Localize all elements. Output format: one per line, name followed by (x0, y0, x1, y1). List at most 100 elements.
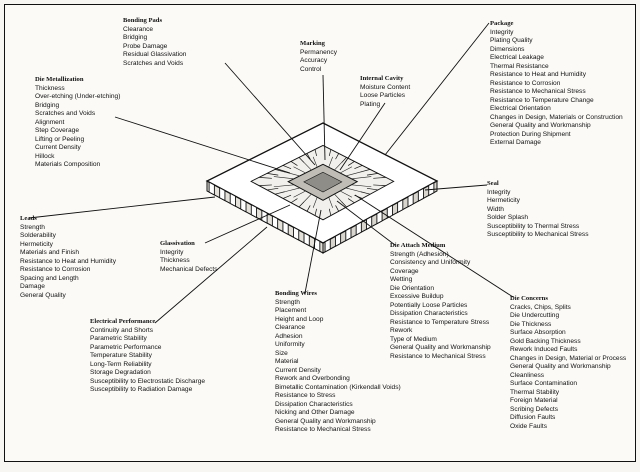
bond-wire (339, 166, 353, 174)
bond-finger (274, 169, 285, 173)
die-attach-medium-item: Excessive Buildup (390, 293, 444, 301)
bond-finger (306, 205, 311, 212)
lead-pin (219, 187, 226, 202)
bond-wire (303, 193, 312, 203)
bonding-wires-item: Bimetallic Contamination (Kirkendall Voi… (275, 383, 401, 391)
bond-wire (273, 176, 295, 180)
electrical-performance-item: Continuity and Shorts (90, 326, 154, 334)
bond-finger (267, 173, 279, 176)
electrical-performance-item: Storage Degradation (90, 369, 151, 377)
die-concerns-item: Scribing Defects (510, 405, 559, 413)
bonding-wires-item: Resistance to Stress (275, 392, 336, 400)
package-illustration (28, 22, 514, 324)
bond-finger (360, 191, 371, 195)
bond-finger (314, 149, 317, 157)
die-concerns-item: Cracks, Chips, Splits (510, 303, 571, 311)
bonding-wires-item: Adhesion (275, 332, 303, 340)
package-item: Resistance to Mechanical Stress (490, 88, 586, 96)
bonding-pads-item: Bridging (123, 34, 148, 42)
bonding-wires-item: Placement (275, 307, 307, 315)
package-item: Thermal Resistance (490, 62, 549, 70)
bonding-wires-item: Uniformity (275, 341, 305, 349)
bond-wire (283, 171, 300, 177)
bonding-wires-item: Rework and Overbonding (275, 375, 350, 383)
bond-finger (298, 201, 305, 208)
die-attach-medium-group: Die Attach Medium Strength (Adhesion) Co… (390, 242, 491, 361)
leader-line (424, 184, 488, 191)
internal-cavity-item: Moisture Content (360, 83, 411, 91)
leader-line (322, 74, 326, 161)
leads-item: Spacing and Length (20, 274, 79, 282)
bond-finger (274, 191, 285, 195)
bond-wire (293, 166, 306, 174)
package-item: General Quality and Workmanship (490, 122, 591, 130)
die-metallization-item: Bridging (35, 101, 60, 109)
lead-pin (417, 187, 424, 202)
bond-wire (283, 187, 300, 193)
bonding-wires-item: Strength (275, 298, 300, 306)
bonding-wires-item: Size (275, 349, 288, 357)
seal-title: Seal (487, 180, 499, 187)
bond-finger (314, 208, 317, 216)
bonding-pads-item: Clearance (123, 25, 154, 33)
die-concerns-title: Die Concerns (510, 295, 548, 302)
die-metallization-item: Materials Composition (35, 161, 101, 169)
die-concerns-item: Changes in Design, Material or Process (510, 354, 627, 362)
bond-finger (328, 149, 332, 157)
package-item: Resistance to Heat and Humidity (490, 71, 587, 79)
bonding-wires-item: Height and Loop (275, 315, 324, 323)
die-concerns-item: Die Undercutting (510, 312, 560, 320)
die-concerns-item: Gold Backing Thickness (510, 337, 581, 345)
bond-finger (373, 177, 386, 179)
die-concerns-item: Thermal Stability (510, 388, 560, 396)
lead-pin (366, 215, 373, 231)
die-circuit-area (303, 171, 343, 193)
bonding-wires-item: Clearance (275, 324, 306, 332)
bonding-wires-title: Bonding Wires (275, 290, 317, 297)
lead-pin (303, 232, 310, 247)
leader-line (304, 209, 322, 294)
die-metallization-item: Step Coverage (35, 127, 79, 135)
bond-wire (328, 156, 333, 168)
leads-item: Damage (20, 283, 45, 291)
bond-wire (345, 187, 362, 193)
internal-cavity-title: Internal Cavity (360, 75, 404, 82)
bond-finger (360, 169, 371, 173)
bond-finger (341, 157, 347, 163)
package-item: Protection During Shipment (490, 130, 571, 138)
leader-line (204, 204, 291, 244)
marking-title: Marking (300, 40, 325, 47)
leads-item: Solderability (20, 232, 56, 240)
seal-item: Integrity (487, 188, 511, 196)
die-concerns-item: Rework Induced Faults (510, 346, 578, 354)
marking-item: Accuracy (300, 57, 328, 65)
leads-item: Strength (20, 223, 45, 231)
lead-pin (376, 210, 383, 225)
leader-line (28, 196, 216, 219)
lead-pin (271, 215, 279, 230)
die-attach-medium-item: Type of Medium (390, 335, 437, 343)
package-item: Plating Quality (490, 37, 533, 45)
bonding-wires-group: Bonding Wires Strength Placement Height … (275, 290, 401, 435)
lead-pin (355, 221, 362, 236)
die-metallization-item: Hillock (35, 152, 55, 160)
die-attach-medium-item: Coverage (390, 267, 419, 275)
bond-finger (335, 205, 340, 212)
bond-wire (339, 190, 353, 198)
die-metallization-item: Scratches and Voids (35, 110, 96, 118)
bond-wire (293, 190, 306, 198)
bond-finger (267, 187, 279, 191)
package-item: Dimensions (490, 45, 525, 53)
bonding-pads-item: Residual Glassivation (123, 51, 187, 59)
electrical-performance-group: Electrical Performance Continuity and Sh… (90, 318, 205, 395)
bonding-wires-item: Current Density (275, 366, 321, 374)
electrical-performance-item: Susceptibility to Radiation Damage (90, 386, 193, 394)
bond-finger (328, 208, 332, 216)
leads-item: Materials and Finish (20, 249, 80, 257)
die-concerns-item: Oxide Faults (510, 422, 548, 430)
die-metallization-item: Current Density (35, 144, 81, 152)
die-attach-medium-item: General Quality and Workmanship (390, 344, 491, 352)
marking-item: Permanency (300, 48, 338, 56)
die-concerns-item: Diffusion Faults (510, 414, 556, 422)
bond-finger (335, 153, 340, 160)
